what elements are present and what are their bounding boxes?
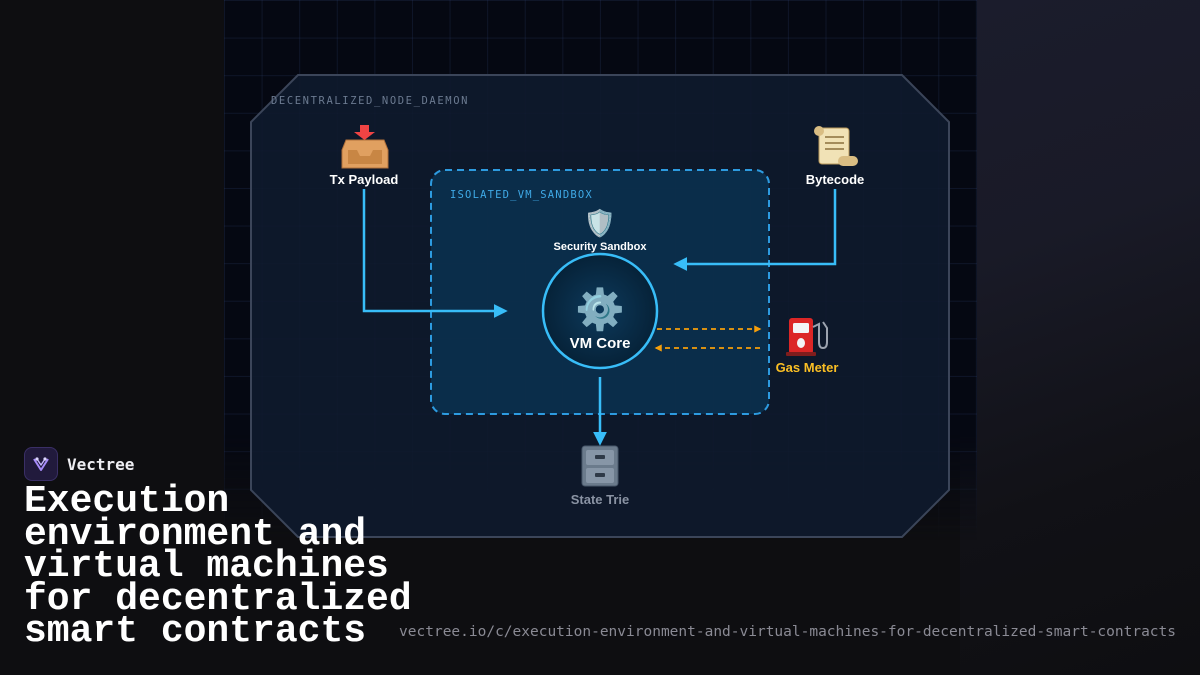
vectree-logo-icon — [24, 447, 58, 481]
scroll-icon — [814, 126, 858, 166]
shield-icon: 🛡️ — [584, 208, 616, 239]
gas-meter-label: Gas Meter — [776, 360, 839, 375]
state-trie-node: State Trie — [571, 445, 630, 507]
state-trie-label: State Trie — [571, 492, 630, 507]
security-sandbox-label: Security Sandbox — [554, 241, 648, 253]
bytecode-label: Bytecode — [806, 172, 865, 187]
vm-core-label: VM Core — [570, 335, 631, 352]
node-daemon-label: DECENTRALIZED_NODE_DAEMON — [271, 95, 469, 107]
vm-sandbox-label: ISOLATED_VM_SANDBOX — [450, 189, 593, 201]
vm-core-node — [541, 252, 659, 370]
down-arrow-icon — [354, 125, 375, 140]
edge-tx-to-vm — [362, 189, 508, 318]
edge-bytecode-to-vm — [673, 189, 837, 271]
file-cabinet-icon — [581, 445, 619, 487]
tx-payload-label: Tx Payload — [330, 172, 399, 187]
brand-name: Vectree — [67, 454, 135, 474]
tx-payload-node: Tx Payload — [330, 125, 399, 187]
brand: Vectree — [24, 447, 134, 481]
fuel-pump-icon — [786, 318, 828, 356]
background-glow — [960, 0, 1200, 675]
gear-icon: ⚙️ — [575, 286, 625, 333]
gas-meter-node: Gas Meter — [776, 318, 839, 375]
article-url: vectree.io/c/execution-environment-and-v… — [399, 624, 1176, 640]
bytecode-node: Bytecode — [806, 126, 865, 187]
page-title: Execution environment and virtual machin… — [24, 480, 412, 654]
